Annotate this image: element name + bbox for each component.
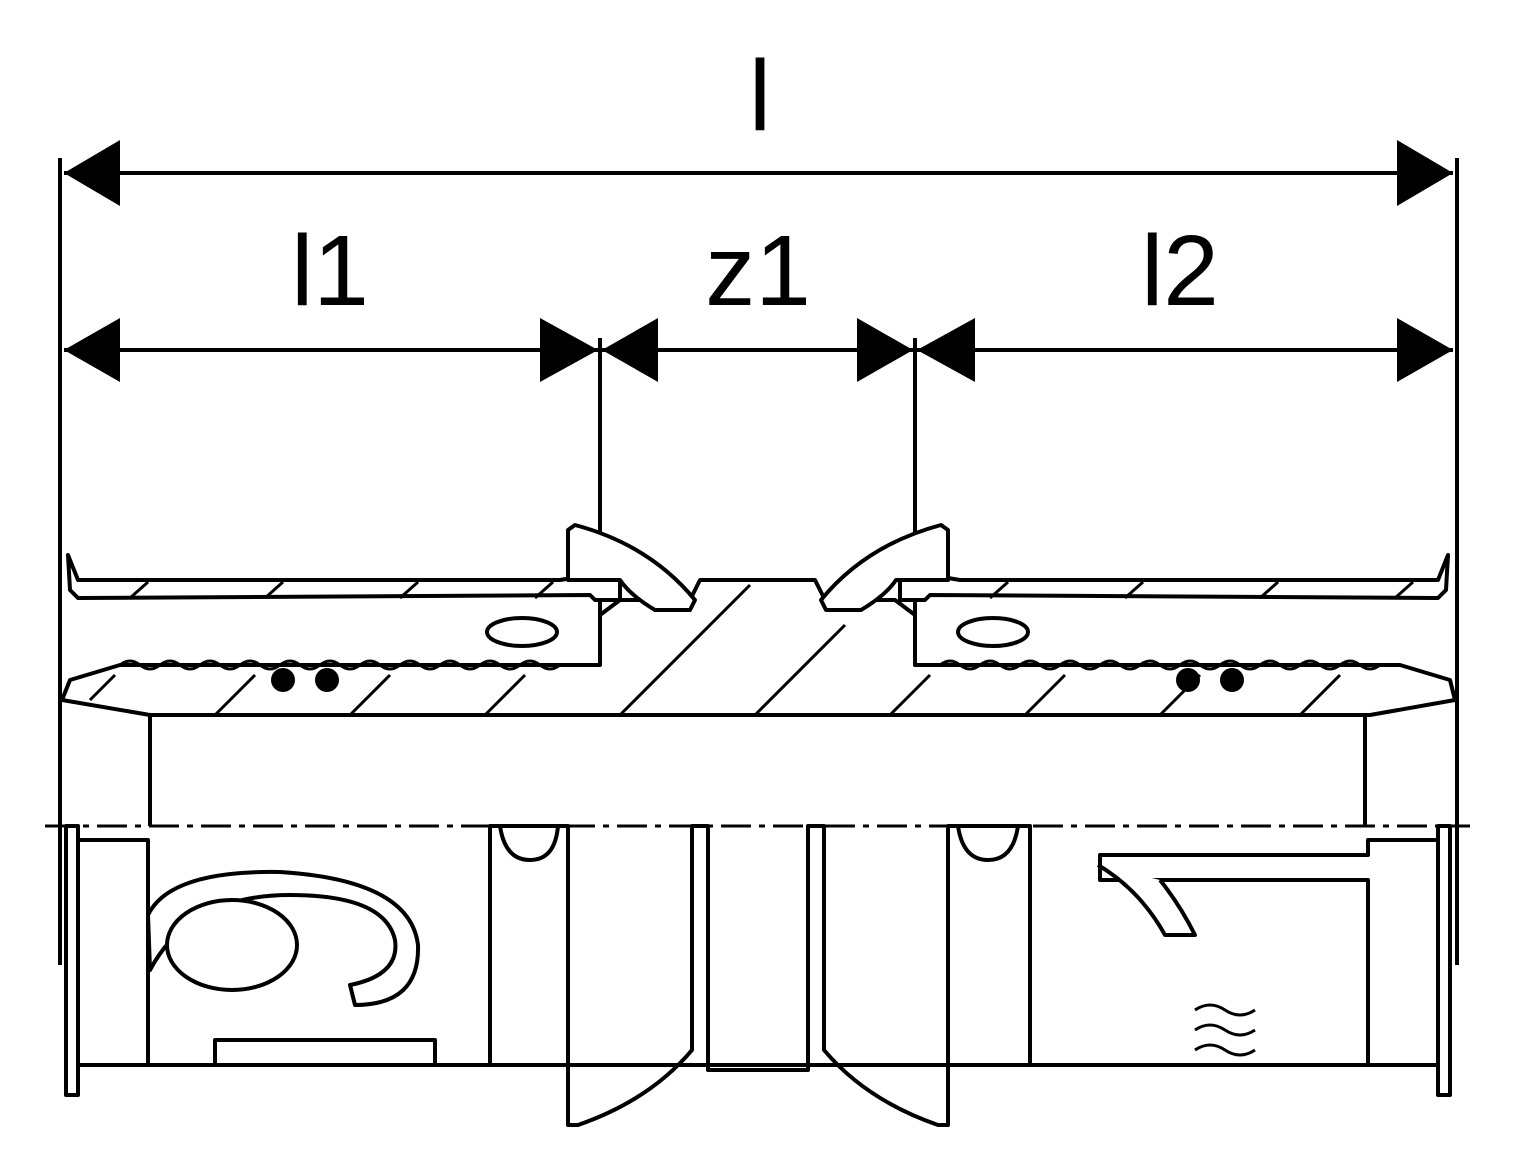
dim-label-z1: z1: [705, 215, 811, 327]
fitting-view-lower: [64, 824, 1452, 1127]
extension-lines: [58, 158, 1459, 965]
arrow-left-icon: [64, 140, 120, 206]
dimension-line-l: [64, 140, 1453, 206]
arrow-right-icon: [1397, 140, 1453, 206]
o-ring-icon: [271, 668, 295, 692]
o-ring-icon: [1176, 668, 1200, 692]
o-ring-icon: [315, 668, 339, 692]
dim-label-l1: l1: [291, 215, 369, 327]
o-ring-icon: [1220, 668, 1244, 692]
bolt-icon: [498, 824, 560, 862]
dimension-line-segments: [64, 318, 1453, 382]
fitting-section-upper: [60, 523, 1457, 826]
dim-label-l2: l2: [1141, 215, 1219, 327]
dim-label-l: l: [749, 40, 771, 152]
